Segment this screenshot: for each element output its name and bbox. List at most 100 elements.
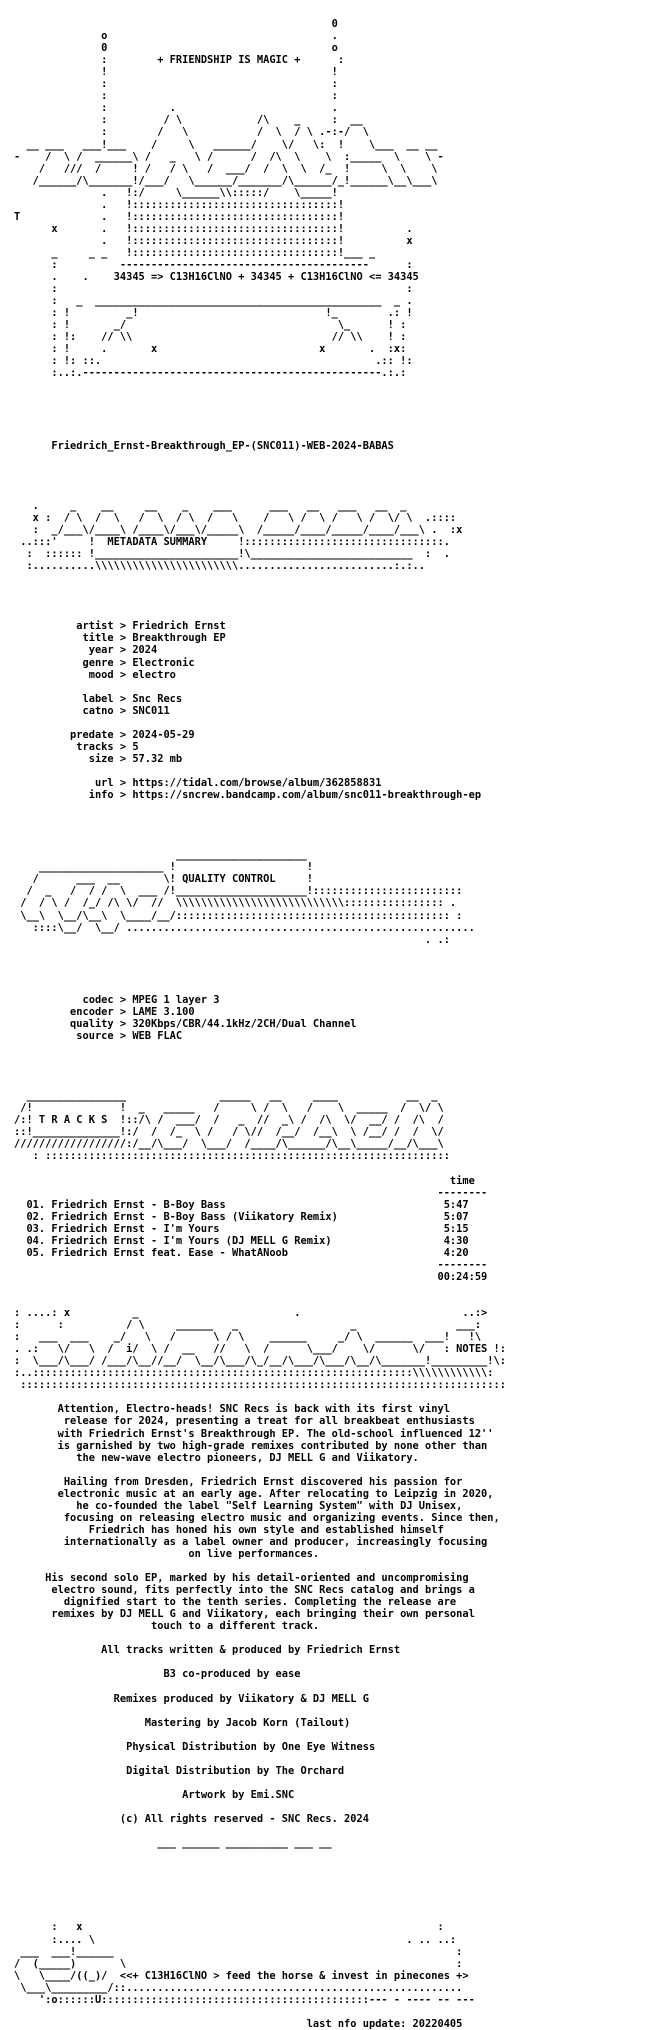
nfo-line: ':o::::::U::::::::::::::::::::::::::::::…: [14, 1993, 475, 2006]
nfo-line: 02. Friedrich Ernst - B-Boy Bass (Viikat…: [14, 1210, 469, 1223]
nfo-line: title > Breakthrough EP: [14, 632, 226, 645]
nfo-line: [14, 452, 20, 464]
nfo-line: /! ! _ _____ / \ / \ / \ _____ / \/ \: [14, 1102, 444, 1115]
nfo-line: . .:: [14, 933, 450, 946]
nfo-line: . . 34345 => C13H16ClNO + 34345 + C13H16…: [14, 271, 419, 284]
nfo-line: [14, 1464, 20, 1476]
nfo-line: : ! _/ \_ ! :: [14, 319, 407, 332]
nfo-line: 04. Friedrich Ernst - I'm Yours (DJ MELL…: [14, 1234, 469, 1247]
nfo-line: [14, 1705, 20, 1717]
nfo-line: the new-wave electro pioneers, DJ MELL G…: [14, 1451, 419, 1464]
nfo-line: [14, 681, 20, 693]
nfo-line: : ....: x _ . ..:>: [14, 1307, 488, 1320]
nfo-line: : :: [14, 78, 338, 91]
nfo-line: he co-founded the label "Self Learning S…: [14, 1499, 463, 1512]
nfo-line: [14, 1825, 20, 1837]
nfo-line: url > https://tidal.com/browse/album/362…: [14, 777, 382, 789]
nfo-line: ___ ___!______ :: [14, 1945, 463, 1958]
nfo-line: [14, 1078, 20, 1090]
nfo-line: : . .: [14, 102, 338, 115]
nfo-line: [14, 1163, 20, 1175]
nfo-line: //////////////////:/__/\___/ \___/ /____…: [14, 1138, 444, 1151]
nfo-line: : :: [14, 283, 413, 296]
nfo-line: ::::::::::::::::::::::::::::::::::::::::…: [14, 1379, 506, 1392]
nfo-line: 05. Friedrich Ernst feat. Ease - WhatANo…: [14, 1246, 469, 1259]
nfo-line: : ! _! !_ .: !: [14, 307, 413, 320]
nfo-line: __ ___ ___!___ / \ ______/ \/ \: ! \___ …: [14, 138, 438, 151]
nfo-line: : :: [14, 90, 338, 103]
nfo-line: :.... \ . .. ..:: [14, 1933, 457, 1946]
nfo-line: [14, 1054, 20, 1066]
nfo-line: [14, 1283, 20, 1295]
nfo-line: [14, 1656, 20, 1668]
nfo-line: :..:::::::::::::::::::::::::::::::::::::…: [14, 1367, 494, 1380]
nfo-line: : --------------------------------------…: [14, 258, 413, 271]
nfo-line: [14, 801, 20, 813]
nfo-line: is garnished by two high-grade remixes c…: [14, 1439, 488, 1452]
nfo-line: 0 o: [14, 42, 338, 55]
nfo-line: [14, 404, 20, 416]
nfo-line: --------: [14, 1258, 488, 1271]
nfo-line: : ! . x x . :x:: [14, 343, 407, 356]
nfo-line: [14, 379, 20, 391]
nfo-line: [14, 1885, 20, 1897]
nfo-line: [14, 6, 20, 18]
nfo-line: x : / \ / \ / \ / \ / \ / \ / \ / \ / \/…: [14, 511, 457, 524]
nfo-line: [14, 946, 20, 958]
nfo-line: All tracks written & produced by Friedri…: [14, 1644, 401, 1657]
nfo-line: /______/\_______!/___/ \______/_______/\…: [14, 174, 438, 187]
nfo-line: [14, 1681, 20, 1693]
nfo-line: ::::\__/ \__/ ..........................…: [14, 921, 475, 934]
nfo-line: [14, 1753, 20, 1765]
nfo-line: [14, 608, 20, 620]
nfo-line: [14, 1729, 20, 1741]
nfo-line: year > 2024: [14, 644, 158, 657]
nfo-line: encoder > LAME 3.100: [14, 1005, 195, 1018]
nfo-line: x . !:::::::::::::::::::::::::::::::::! …: [14, 222, 413, 235]
nfo-line: [14, 717, 20, 729]
nfo-line: 0: [14, 18, 338, 31]
nfo-line: . !:::::::::::::::::::::::::::::::::! x: [14, 234, 413, 247]
nfo-line: [14, 1560, 20, 1572]
nfo-line: : ::::::::::::::::::::::::::::::::::::::…: [14, 1150, 450, 1163]
nfo-line: artist > Friedrich Ernst: [14, 620, 226, 633]
nfo-line: [14, 584, 20, 596]
nfo-line: \___\_________/::.......................…: [14, 1981, 463, 1994]
nfo-line: info > https://sncrew.bandcamp.com/album…: [14, 789, 482, 802]
nfo-line: : : / \ ______ _ _ ___:: [14, 1319, 482, 1332]
nfo-line: codec > MPEG 1 layer 3: [14, 993, 220, 1006]
nfo-line: ___ ______ __________ ___ __: [14, 1837, 332, 1850]
nfo-line: His second solo EP, marked by his detail…: [14, 1572, 469, 1585]
nfo-line: genre > Electronic: [14, 656, 195, 669]
nfo-line: electro sound, fits perfectly into the S…: [14, 1584, 475, 1597]
nfo-line: [14, 428, 20, 440]
nfo-line: mood > electro: [14, 668, 176, 681]
nfo-line: [14, 1909, 20, 1921]
nfo-line: tracks > 5: [14, 740, 139, 753]
nfo-line: [14, 1849, 20, 1861]
nfo-line: [14, 1873, 20, 1885]
nfo-line: quality > 320Kbps/CBR/44.1kHz/2CH/Dual C…: [14, 1017, 357, 1030]
nfo-line: [14, 416, 20, 428]
nfo-line: 03. Friedrich Ernst - I'm Yours 5:15: [14, 1222, 469, 1235]
nfo-line: _ _ _ !:::::::::::::::::::::::::::::::::…: [14, 246, 376, 259]
nfo-line: on live performances.: [14, 1548, 320, 1560]
nfo-line: / (_____) \ :: [14, 1957, 463, 1970]
nfo-line: ::!______________!:/ / /_ \ / / \// /__/…: [14, 1126, 444, 1139]
nfo-line: . .: \/ \ / i/ \ / __ // \ / \___/ \/ \/…: [14, 1343, 506, 1356]
nfo-line: electronic music at an early age. After …: [14, 1487, 494, 1500]
nfo-line: remixes by DJ MELL G and Viikatory, each…: [14, 1608, 475, 1621]
nfo-line: Digital Distribution by The Orchard: [14, 1764, 345, 1777]
nfo-line: [14, 1777, 20, 1789]
nfo-line: : _/___\/____\ /____\/___\/_____\ /_____…: [14, 524, 463, 537]
nfo-line: / _ / / / \ ___ /!_____________________!…: [14, 885, 463, 898]
nfo-line: Friedrich has honed his own style and es…: [14, 1523, 444, 1536]
nfo-line: size > 57.32 mb: [14, 752, 183, 765]
nfo-line: : !: // \\ // \\ ! :: [14, 331, 407, 344]
nfo-line: Attention, Electro-heads! SNC Recs is ba…: [14, 1403, 450, 1416]
nfo-line: : :::::: !_______________________!\_____…: [14, 548, 450, 561]
nfo-line: [14, 392, 20, 404]
nfo-line: [14, 1801, 20, 1813]
nfo-line: :..........\\\\\\\\\\\\\\\\\\\\\\\......…: [14, 560, 426, 573]
nfo-line: last nfo update: 20220405: [14, 2017, 463, 2030]
